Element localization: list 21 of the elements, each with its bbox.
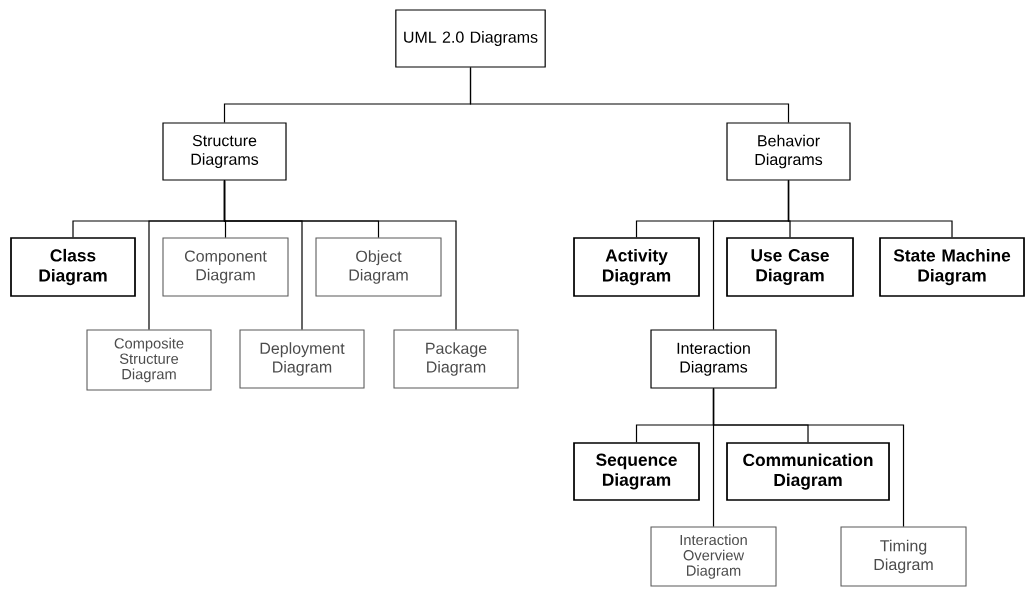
connector (223, 180, 457, 331)
connector (712, 388, 905, 528)
diagram-box: UML 2.0 Diagrams (395, 9, 546, 68)
diagram-box: Timing Diagram (840, 526, 967, 587)
diagram-box: Communication Diagram (726, 442, 890, 501)
diagram-box: Structure Diagrams (162, 122, 287, 181)
diagram-box: State Machine Diagram (879, 237, 1025, 297)
diagram-box: Interaction Diagrams (650, 329, 777, 389)
connector (469, 67, 790, 123)
diagram-box: Activity Diagram (573, 237, 700, 297)
connector (787, 180, 953, 238)
diagram-box: Use Case Diagram (726, 237, 854, 297)
diagram-box: Class Diagram (10, 237, 136, 297)
diagram-box: Component Diagram (162, 237, 289, 297)
diagram-box: Sequence Diagram (573, 442, 700, 501)
diagram-box: Interaction Overview Diagram (650, 526, 777, 587)
diagram-box: Object Diagram (315, 237, 442, 297)
diagram-box: Composite Structure Diagram (86, 329, 212, 391)
diagram-box: Deployment Diagram (239, 329, 365, 389)
diagram-box: Package Diagram (393, 329, 519, 389)
diagram-box: Behavior Diagrams (726, 122, 851, 181)
